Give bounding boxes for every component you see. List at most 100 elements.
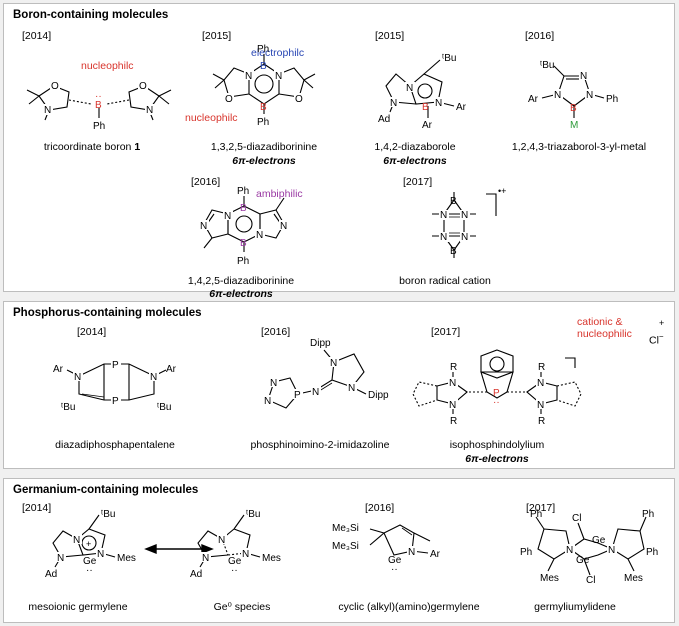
svg-text:Cl: Cl [586,575,595,586]
cation-charge: + [659,318,665,328]
pi-electrons-label: 6π-electrons [232,155,296,167]
diazadiphosphapentalene-structure: Ar Ar N N P P ᵗBu ᵗBu [53,359,177,413]
svg-text:Ge: Ge [592,535,606,546]
pi-electrons-label: 6π-electrons [383,155,447,167]
caption-triazaborole-metal: 1,2,4,3-triazaborol-3-yl-metal [511,141,647,153]
svg-text:N: N [566,545,573,556]
svg-text:ᵗBu: ᵗBu [61,402,75,413]
nucleophilic-note: nucleophilc [185,112,238,124]
svg-text:Ar: Ar [166,364,177,375]
svg-text:Ar: Ar [53,364,64,375]
svg-text:O: O [295,94,303,105]
svg-text:Ar: Ar [528,94,539,105]
svg-text:··: ·· [95,91,102,102]
svg-text:M: M [570,120,578,131]
svg-text:Me₃Si: Me₃Si [332,541,359,552]
svg-text:R: R [450,362,457,373]
svg-text:P: P [112,396,119,407]
caption-boron-radical-cation: boron radical cation [399,275,491,287]
svg-text:•+: •+ [498,186,506,196]
svg-text:N: N [57,553,64,564]
svg-text:Ph: Ph [642,509,654,520]
svg-text:B: B [260,61,267,72]
svg-text:N: N [330,358,337,369]
svg-text:Cl: Cl [572,513,581,524]
pi-electrons-label: 6π-electrons [209,288,273,300]
mesoionic-germylene-structure: + ᵗBu N N N Ge ·· Mes Ad [45,509,136,580]
svg-text:ᵗBu: ᵗBu [540,60,554,71]
caption-diazaborole: 1,4,2-diazaborole [374,141,456,153]
svg-text:R: R [538,416,545,427]
svg-text:N: N [608,545,615,556]
svg-text:Mes: Mes [624,573,643,584]
pi-electrons-label: 6π-electrons [465,453,529,465]
isophosphindolylium-structure: P ·· N N N N R R R R [412,349,582,427]
svg-text:R: R [538,362,545,373]
svg-text:B: B [240,238,247,249]
caption-cyclic-alkylamino-germylene: cyclic (alkyl)(amino)germylene [338,601,480,613]
svg-text:N: N [280,221,287,232]
svg-text:Ph: Ph [257,117,269,128]
svg-text:P: P [493,388,500,399]
svg-text:N: N [435,98,442,109]
svg-text:O: O [51,81,59,92]
diazadiborinine-1325-structure: Ph B B Ph N N O O [212,44,316,128]
svg-text:N: N [406,83,413,94]
cyclic-alkylamino-germylene-structure: Me₃Si Me₃Si N Ar Ge ·· [332,523,441,575]
svg-text:N: N [270,378,277,389]
caption-tricoordinate-boron: tricoordinate boron 1 [43,141,141,153]
caption-isophosphindolylium: isophosphindolylium [449,439,545,451]
svg-text:N: N [73,535,80,546]
year-label: [2017] [431,326,461,338]
svg-text:N: N [440,232,447,243]
svg-text:N: N [461,210,468,221]
svg-text:ᵗBu: ᵗBu [101,509,115,520]
svg-text:Ge: Ge [228,556,242,567]
ge0-species-structure: ᵗBu N N N Ge ·· Mes Ad [190,509,281,580]
svg-text:Me₃Si: Me₃Si [332,523,359,534]
svg-text:Ph: Ph [257,44,269,55]
phosphorus-panel-title: Phosphorus-containing molecules [13,307,202,319]
svg-text:B: B [450,196,457,207]
svg-text:N: N [256,230,263,241]
ambiphilic-note: ambiphilic [256,188,303,200]
svg-text:Mes: Mes [540,573,559,584]
svg-text:Ph: Ph [93,121,105,132]
diazaborole-structure: ᵗBu N N N B Ar Ar Ad [378,53,467,131]
svg-text:··: ·· [391,564,398,575]
svg-text:+: + [86,539,91,549]
year-label: [2014] [77,326,107,338]
svg-text:Mes: Mes [117,553,136,564]
svg-text:N: N [150,372,157,383]
year-label: [2017] [403,176,433,188]
svg-text:N: N [449,378,456,389]
svg-text:Dipp: Dipp [368,390,389,401]
year-label: [2015] [202,30,232,42]
svg-text:N: N [440,210,447,221]
svg-text:N: N [449,400,456,411]
caption-ge0-species: Ge⁰ species [213,601,271,613]
diazadiborinine-1425-structure: Ph B B Ph N N N N [199,186,289,267]
germyliumylidene-structure: Ph Ph Ph Ph Cl Cl Ge Ge N N Mes Mes [520,509,658,586]
year-label: [2016] [365,502,395,514]
boron-panel-title: Boron-containing molecules [13,9,169,21]
year-label: [2016] [191,176,221,188]
svg-text:ᵗBu: ᵗBu [246,509,260,520]
svg-text:N: N [264,396,271,407]
caption-phosphinoimino-imidazoline: phosphinoimino-2-imidazoline [250,439,390,451]
svg-text:Ad: Ad [378,114,390,125]
boron-panel: Boron-containing molecules [2014] nucleo… [3,3,675,300]
svg-text:N: N [242,549,249,560]
svg-text:P: P [112,360,119,371]
caption-mesoionic-germylene: mesoionic germylene [28,601,128,613]
svg-text:N: N [408,547,415,558]
caption-diazadiphosphapentalene: diazadiphosphapentalene [55,439,175,451]
svg-text:O: O [139,81,147,92]
svg-text:··: ·· [493,397,500,408]
svg-text:Ad: Ad [190,569,202,580]
svg-text:N: N [312,387,319,398]
svg-text:Ge: Ge [388,555,402,566]
svg-text:B: B [260,102,267,113]
caption-diazadiborinine-1425: 1,4,2,5-diazadiborinine [187,275,295,287]
nucleophilic-note: nucleophilc [81,60,134,72]
